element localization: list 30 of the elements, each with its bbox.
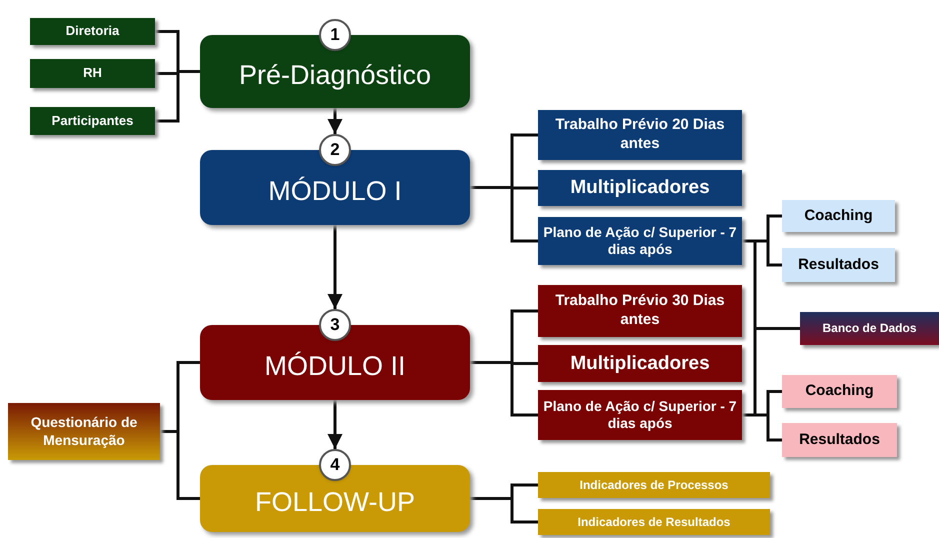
activity-box: Multiplicadores — [538, 345, 742, 382]
activity-box: Plano de Ação c/ Superior - 7 dias após — [538, 217, 742, 265]
indicator-box: Indicadores de Processos — [538, 472, 770, 498]
stakeholder-box: Participantes — [30, 107, 155, 135]
connector-line — [470, 497, 538, 524]
outcome-box: Coaching — [782, 200, 895, 232]
step-number: 4 — [319, 449, 351, 481]
activity-box: Plano de Ação c/ Superior - 7 dias após — [538, 390, 742, 440]
questionnaire-box: Questionário de Mensuração — [8, 403, 160, 460]
arrow — [328, 225, 342, 309]
stage-title: MÓDULO I — [268, 174, 402, 208]
activity-box: Multiplicadores — [538, 170, 742, 206]
arrow — [328, 400, 342, 449]
step-number: 3 — [319, 309, 351, 341]
database-box: Banco de Dados — [800, 312, 939, 345]
arrow — [328, 108, 342, 134]
outcome-box: Resultados — [782, 423, 897, 457]
stage-title: Pré-Diagnóstico — [238, 58, 432, 92]
step-number: 1 — [319, 19, 351, 51]
stage-title: MÓDULO II — [264, 350, 406, 383]
stakeholder-box: RH — [30, 59, 155, 88]
activity-box: Trabalho Prévio 20 Dias antes — [538, 110, 742, 160]
indicator-box: Indicadores de Resultados — [538, 509, 770, 535]
outcome-box: Coaching — [782, 375, 897, 408]
stakeholder-box: Diretoria — [30, 18, 155, 45]
step-number: 2 — [319, 134, 351, 166]
stage-title: FOLLOW-UP — [254, 486, 416, 519]
activity-box: Trabalho Prévio 30 Dias antes — [538, 285, 742, 337]
outcome-box: Resultados — [782, 248, 895, 282]
connector-line — [160, 430, 200, 500]
